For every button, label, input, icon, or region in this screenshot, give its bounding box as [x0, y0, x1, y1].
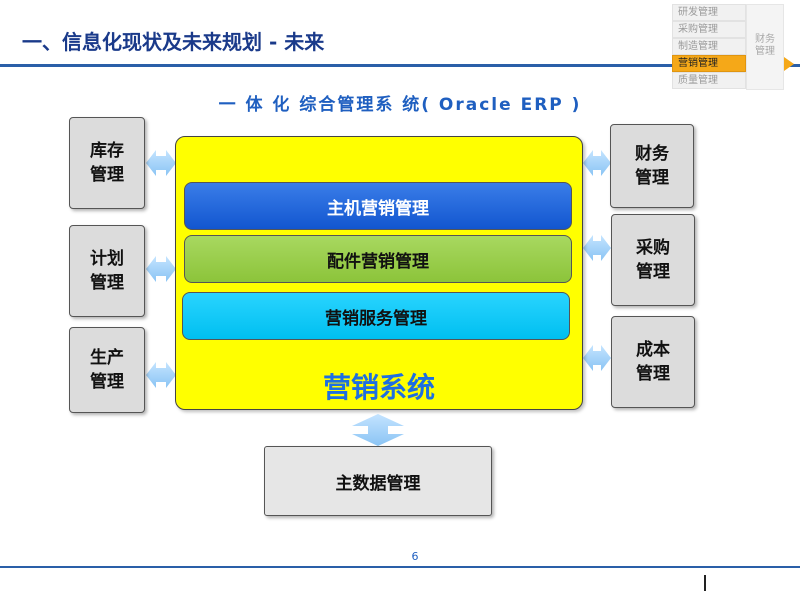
nav-item-purchasing[interactable]: 采购管理 — [672, 21, 746, 38]
box-purchasing-management[interactable]: 采购管理 — [611, 214, 695, 306]
page-number: 6 — [411, 550, 419, 563]
module-vehicle-marketing[interactable]: 主机营销管理 — [184, 182, 572, 230]
nav-item-quality[interactable]: 质量管理 — [672, 72, 746, 89]
box-finance-label: 财务管理 — [635, 144, 669, 188]
box-production-label: 生产管理 — [90, 348, 124, 392]
box-planning-label: 计划管理 — [90, 249, 124, 293]
box-inventory-management[interactable]: 库存管理 — [69, 117, 145, 209]
arrow-left-1-icon — [146, 150, 176, 176]
arrow-left-2-icon — [146, 256, 176, 282]
box-cost-label: 成本管理 — [636, 340, 670, 384]
footer-marker — [704, 575, 706, 591]
box-production-management[interactable]: 生产管理 — [69, 327, 145, 413]
box-inventory-label: 库存管理 — [90, 141, 124, 185]
nav-item-manufacturing[interactable]: 制造管理 — [672, 38, 746, 55]
box-cost-management[interactable]: 成本管理 — [611, 316, 695, 408]
footer-divider — [0, 566, 800, 568]
nav-item-marketing[interactable]: 营销管理 — [672, 55, 746, 72]
page-title: 一、信息化现状及未来规划 - 未来 — [22, 30, 325, 54]
diagram-subtitle: 一 体 化 综合管理系 统( Oracle ERP ) — [218, 95, 582, 115]
box-master-data-management[interactable]: 主数据管理 — [264, 446, 492, 516]
box-planning-management[interactable]: 计划管理 — [69, 225, 145, 317]
nav-active-arrow-icon — [784, 57, 794, 71]
box-finance-management[interactable]: 财务管理 — [610, 124, 694, 208]
marketing-system-label: 营销系统 — [322, 371, 435, 404]
arrow-vertical-icon — [352, 414, 404, 446]
arrow-right-3-icon — [583, 345, 611, 371]
module-parts-marketing[interactable]: 配件营销管理 — [184, 235, 572, 283]
nav-side-panel — [746, 4, 784, 90]
box-purchasing-label: 采购管理 — [636, 238, 670, 282]
arrow-left-3-icon — [146, 362, 176, 388]
arrow-right-1-icon — [583, 150, 611, 176]
nav-side-label[interactable]: 财务 管理 — [755, 34, 775, 57]
header-divider — [0, 64, 800, 67]
arrow-right-2-icon — [583, 235, 611, 261]
nav-item-rd[interactable]: 研发管理 — [672, 4, 746, 21]
module-marketing-service[interactable]: 营销服务管理 — [182, 292, 570, 340]
